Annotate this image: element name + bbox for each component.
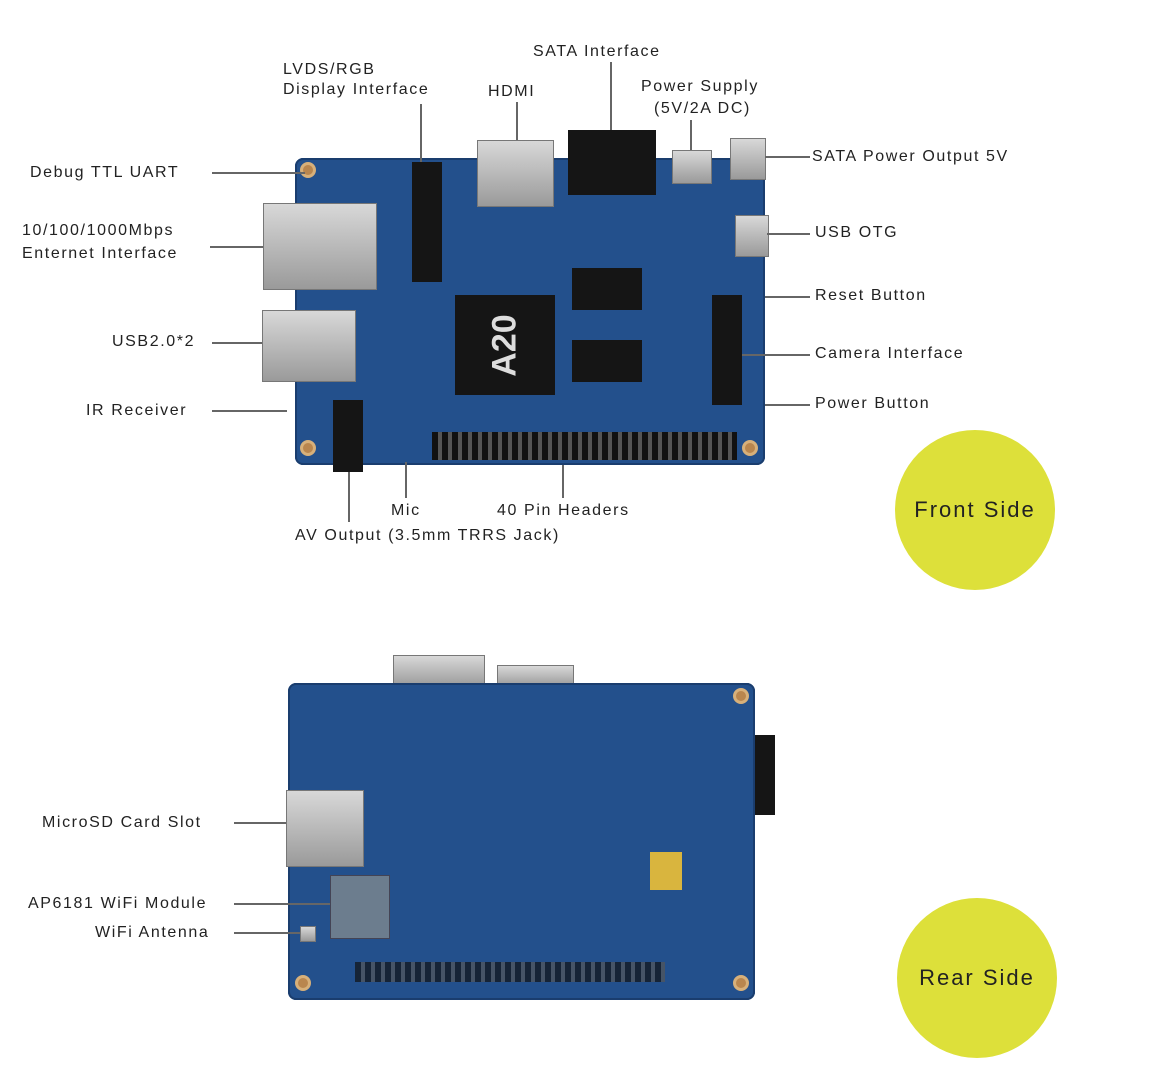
leader-line — [210, 246, 263, 248]
usb-otg-port — [735, 215, 769, 257]
label-microsd: MicroSD Card Slot — [42, 814, 202, 831]
usb-ports — [262, 310, 356, 382]
label-lvds-2: Display Interface — [283, 81, 430, 98]
label-wifi-antenna: WiFi Antenna — [95, 924, 210, 941]
leader-line — [420, 104, 422, 162]
label-otg: USB OTG — [815, 224, 899, 241]
label-usb: USB2.0*2 — [112, 333, 196, 350]
sata-power-connector — [730, 138, 766, 180]
label-camera: Camera Interface — [815, 345, 965, 362]
label-uart: Debug TTL UART — [30, 164, 180, 181]
ram-chip — [572, 340, 642, 382]
lvds-connector — [412, 162, 442, 282]
camera-connector — [712, 295, 742, 405]
leader-line — [234, 822, 286, 824]
leader-line — [212, 172, 305, 174]
leader-line — [610, 62, 612, 130]
mount-hole — [300, 162, 316, 178]
leader-line — [765, 296, 810, 298]
av-jack — [333, 400, 363, 472]
leader-line — [767, 233, 810, 235]
mount-hole — [733, 688, 749, 704]
label-power-button: Power Button — [815, 395, 931, 412]
label-mic: Mic — [391, 502, 421, 519]
leader-line — [212, 410, 287, 412]
rear-board — [288, 683, 755, 1000]
label-ethernet: 10/100/1000Mbps — [22, 222, 175, 239]
label-hdmi: HDMI — [488, 83, 536, 100]
chip-label: A20 — [485, 313, 524, 377]
leader-line — [742, 354, 810, 356]
rear-side-badge: Rear Side — [897, 898, 1057, 1058]
label-sata-power: SATA Power Output 5V — [812, 148, 1009, 165]
mount-hole — [300, 440, 316, 456]
wifi-antenna-connector — [300, 926, 316, 942]
gpio-header — [432, 432, 737, 460]
leader-line — [690, 120, 692, 150]
wifi-module — [330, 875, 390, 939]
label-power-supply: Power Supply — [641, 78, 759, 95]
mount-hole — [733, 975, 749, 991]
ram-chip — [572, 268, 642, 310]
label-av: AV Output (3.5mm TRRS Jack) — [295, 527, 560, 544]
label-wifi-module: AP6181 WiFi Module — [28, 895, 208, 912]
front-side-badge: Front Side — [895, 430, 1055, 590]
rear-sata-port — [755, 735, 775, 815]
leader-line — [562, 465, 564, 498]
label-sata: SATA Interface — [533, 43, 661, 60]
leader-line — [516, 102, 518, 140]
label-pins: 40 Pin Headers — [497, 502, 630, 519]
rear-gpio-header — [355, 962, 665, 982]
label-ethernet-2: Enternet Interface — [22, 245, 178, 262]
label-power-supply-2: (5V/2A DC) — [654, 100, 751, 117]
leader-line — [348, 472, 350, 522]
a20-chip: A20 — [455, 295, 555, 395]
power-jack — [672, 150, 712, 184]
label-lvds: LVDS/RGB — [283, 61, 376, 78]
mount-hole — [742, 440, 758, 456]
label-reset: Reset Button — [815, 287, 927, 304]
leader-line — [405, 462, 407, 498]
microsd-slot — [286, 790, 364, 867]
hdmi-port — [477, 140, 554, 207]
sata-port — [568, 130, 656, 195]
mount-hole — [295, 975, 311, 991]
leader-line — [765, 156, 810, 158]
ethernet-port — [263, 203, 377, 290]
leader-line — [765, 404, 810, 406]
leader-line — [212, 342, 262, 344]
label-ir: IR Receiver — [86, 402, 188, 419]
leader-line — [234, 932, 300, 934]
leader-line — [234, 903, 330, 905]
capacitor — [650, 852, 682, 890]
